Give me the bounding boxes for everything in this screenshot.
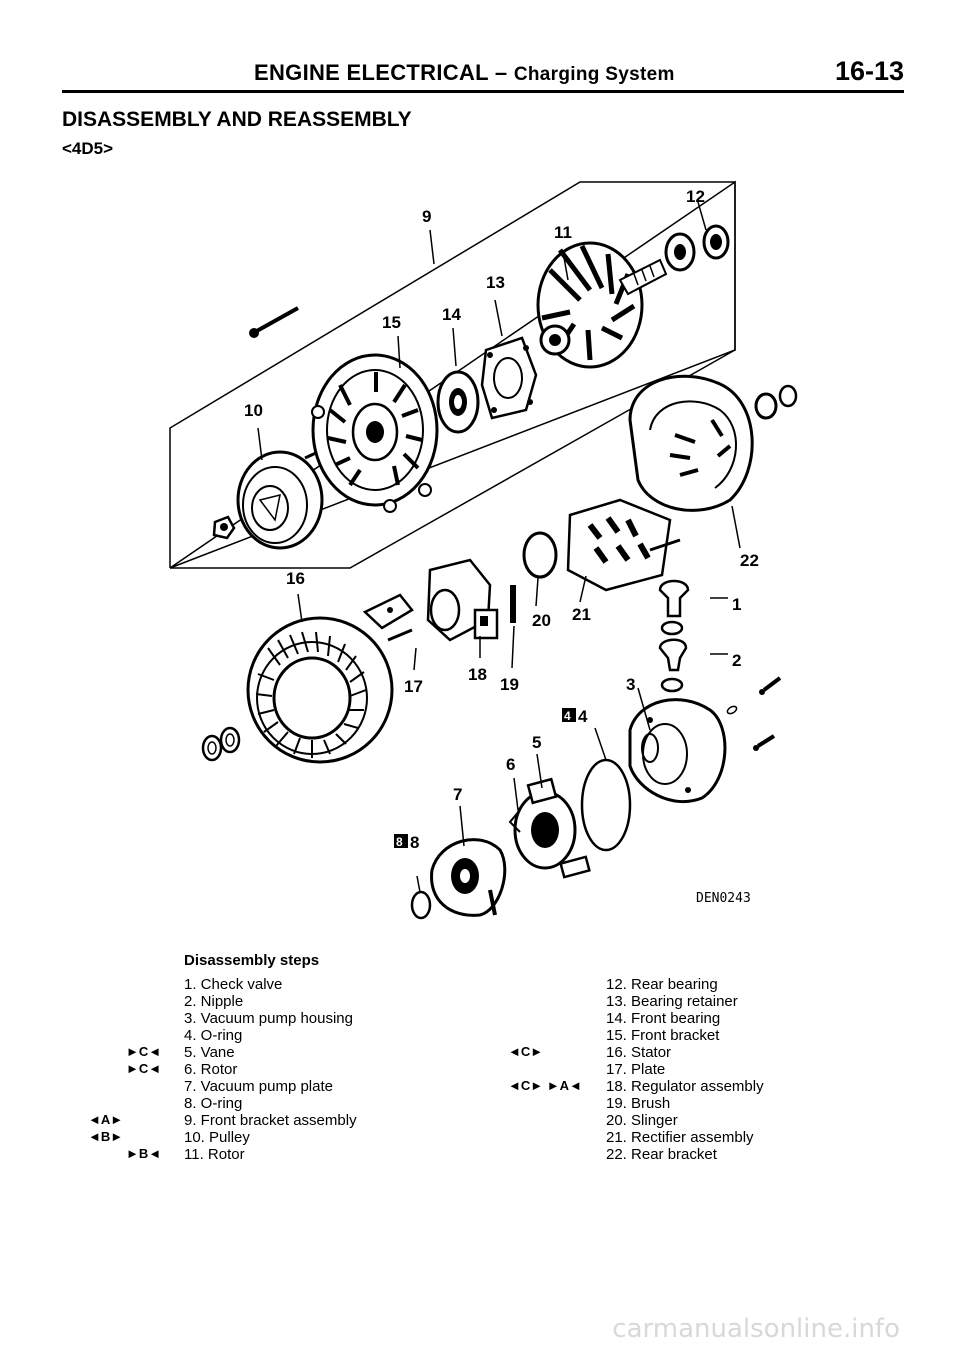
callout-13: 13: [486, 273, 505, 292]
step-item-20: 20. Slinger: [606, 1112, 678, 1129]
step-item-1: 1. Check valve: [184, 976, 283, 993]
step-item-17: 17. Plate: [606, 1061, 666, 1078]
stator-drawing: [201, 616, 394, 764]
steps-list-right: 12. Rear bearing 13. Bearing retainer 14…: [606, 976, 764, 1163]
callout-18: 18: [468, 665, 487, 684]
header-title: ENGINE ELECTRICAL – Charging System: [254, 60, 675, 86]
exploded-view-svg: 1 2 3 4 4 5 6 7 8 8 9 10 11 12 13 14 15 …: [169, 180, 798, 920]
step-item-16: 16. Stator: [606, 1044, 672, 1061]
callout-16: 16: [286, 569, 305, 588]
callout-6: 6: [506, 755, 515, 774]
through-bolt-drawing: [249, 306, 299, 338]
step-18-marks: ◄C► ►A◄: [508, 1078, 582, 1093]
callout-8-group: 8 8: [394, 833, 419, 852]
step-item-19: 19. Brush: [606, 1095, 671, 1112]
brush-drawing: [510, 585, 516, 623]
header-title-sub: Charging System: [513, 64, 675, 85]
step-item-18: 18. Regulator assembly: [606, 1078, 764, 1095]
callout-17: 17: [404, 677, 423, 696]
callout-15: 15: [382, 313, 401, 332]
rectifier-assembly-drawing: [566, 498, 681, 592]
step-item-9: 9. Front bracket assembly: [184, 1112, 357, 1129]
figure-code: DEN0243: [696, 891, 751, 906]
step-item-14: 14. Front bearing: [606, 1010, 721, 1027]
check-valve-drawing: [658, 579, 782, 751]
step-item-3: 3. Vacuum pump housing: [184, 1010, 353, 1027]
callout-20: 20: [532, 611, 551, 630]
vane-rotor-drawing: [508, 777, 591, 879]
bearing-retainer-drawing: [480, 336, 538, 420]
step-item-5: 5. Vane: [184, 1044, 235, 1061]
n-mark-8: 8: [396, 835, 403, 849]
watermark: carmanualsonline.info: [612, 1314, 900, 1344]
page-header: ENGINE ELECTRICAL – Charging System 16-1…: [62, 56, 904, 93]
step-5-marks: ►C◄: [126, 1044, 162, 1059]
callout-1: 1: [732, 595, 741, 614]
step-item-12: 12. Rear bearing: [606, 976, 718, 993]
rear-bracket-drawing: [628, 374, 798, 512]
callout-5: 5: [532, 733, 541, 752]
step-item-4: 4. O-ring: [184, 1027, 243, 1044]
step-item-2: 2. Nipple: [184, 993, 244, 1010]
steps-title: Disassembly steps: [184, 952, 320, 969]
rotor-drawing: [536, 241, 668, 369]
callout-4: 4: [578, 707, 588, 726]
leader-lines: [257, 201, 741, 893]
step-item-15: 15. Front bracket: [606, 1027, 720, 1044]
callout-4-group: 4 4: [562, 707, 588, 726]
page-number: 16-13: [834, 56, 904, 86]
header-title-separator: –: [488, 60, 514, 85]
step-item-10: 10. Pulley: [184, 1129, 250, 1146]
section-title: DISASSEMBLY AND REASSEMBLY: [62, 108, 412, 131]
engine-code: <4D5>: [62, 139, 114, 158]
plate-drawing: [362, 593, 414, 642]
exploded-view-diagram: 1 2 3 4 4 5 6 7 8 8 9 10 11 12 13 14 15 …: [150, 170, 850, 940]
step-6-marks: ►C◄: [126, 1061, 162, 1076]
vacuum-pump-plate-drawing: [430, 838, 507, 917]
header-title-main: ENGINE ELECTRICAL: [254, 60, 489, 85]
step-item-6: 6. Rotor: [184, 1061, 238, 1078]
pulley-drawing: [212, 450, 324, 550]
slinger-drawing: [522, 531, 558, 579]
o-ring-4-drawing: [580, 758, 632, 852]
step-item-13: 13. Bearing retainer: [606, 993, 738, 1010]
front-bracket-drawing: [311, 353, 439, 513]
callout-9: 9: [422, 207, 431, 226]
step-item-21: 21. Rectifier assembly: [606, 1129, 754, 1146]
callout-12: 12: [686, 187, 705, 206]
vacuum-pump-housing-drawing: [628, 698, 727, 804]
front-bearing-drawing: [436, 370, 480, 434]
step-9-marks: ◄A►: [88, 1112, 124, 1127]
callout-11: 11: [554, 223, 572, 242]
step-item-11: 11. Rotor: [184, 1146, 245, 1163]
step-11-marks: ►B◄: [126, 1146, 162, 1161]
step-item-8: 8. O-ring: [184, 1095, 243, 1112]
callout-22: 22: [740, 551, 759, 570]
callout-7: 7: [453, 785, 462, 804]
regulator-assembly-drawing: [426, 558, 499, 642]
steps-list-left: 1. Check valve 2. Nipple 3. Vacuum pump …: [184, 976, 357, 1163]
o-ring-8-drawing: [410, 890, 432, 920]
callout-14: 14: [442, 305, 461, 324]
step-10-marks: ◄B►: [88, 1129, 124, 1144]
step-item-22: 22. Rear bracket: [606, 1146, 717, 1163]
step-16-marks: ◄C►: [508, 1044, 544, 1059]
callout-19: 19: [500, 675, 519, 694]
step-item-7: 7. Vacuum pump plate: [184, 1078, 333, 1095]
callout-21: 21: [572, 605, 591, 624]
callout-8: 8: [410, 833, 419, 852]
callout-10: 10: [244, 401, 263, 420]
n-mark-4: 4: [564, 709, 571, 723]
front-bracket-assembly-outline: [169, 181, 736, 569]
rear-bearing-drawing: [664, 224, 730, 272]
callout-2: 2: [732, 651, 741, 670]
callout-3: 3: [626, 675, 635, 694]
